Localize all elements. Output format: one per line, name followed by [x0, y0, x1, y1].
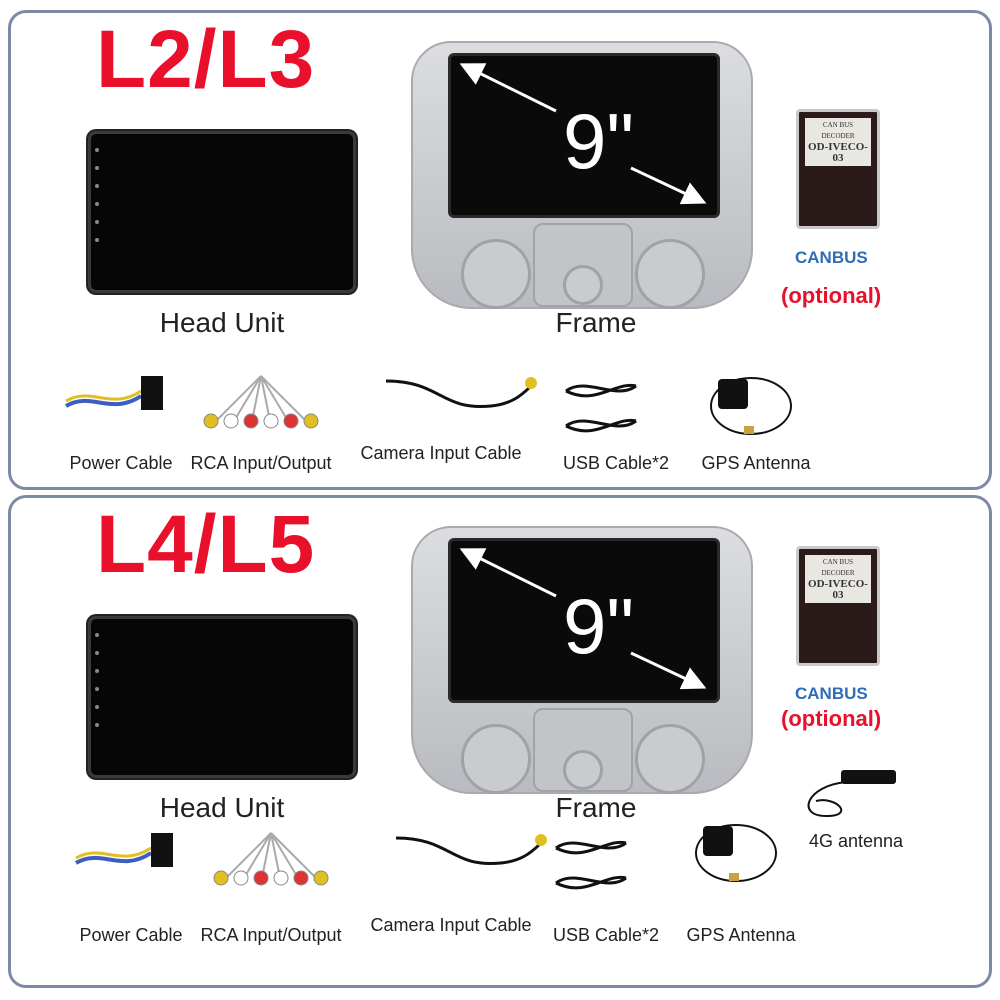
frame-label: Frame [555, 307, 637, 338]
package-panel: L4/L5 Head Unit 9" Frame CAN BUS DECODER… [8, 495, 992, 988]
package-panel: L2/L3 Head Unit 9" Frame CAN BUS DECODER… [8, 10, 992, 490]
canbus-optional-label: (optional) [781, 706, 882, 731]
accessory-label: GPS Antenna [701, 453, 811, 473]
head-unit-image [88, 616, 356, 778]
head-unit-label: Head Unit [159, 307, 285, 338]
accessory-label: Camera Input Cable [360, 443, 522, 463]
gps-antenna-icon [696, 371, 796, 446]
model-title: L4/L5 [96, 499, 316, 590]
usb-cable-icon [546, 828, 636, 903]
accessory-label: RCA Input/Output [190, 453, 332, 473]
accessory-label: RCA Input/Output [200, 925, 342, 945]
canbus-label: CANBUS [795, 248, 868, 267]
gps-antenna-icon [681, 818, 781, 893]
screen-size-label: 9" [563, 582, 635, 670]
accessory-label: GPS Antenna [686, 925, 796, 945]
accessory-label: Camera Input Cable [370, 915, 532, 935]
head-unit-image [88, 131, 356, 293]
accessory-label: Power Cable [69, 453, 173, 473]
frame-image: 9" [411, 41, 753, 309]
accessory-label: Power Cable [79, 925, 183, 945]
accessory-label: USB Cable*2 [552, 925, 660, 945]
camera-cable-icon [391, 828, 551, 883]
rca-cable-icon [211, 828, 341, 893]
canbus-label: CANBUS [795, 684, 868, 703]
canbus-optional-label: (optional) [781, 283, 882, 308]
power-cable-icon [61, 371, 171, 426]
diagonal-arrow-icon [459, 548, 707, 690]
4g-antenna-icon [796, 766, 906, 831]
screen-size-label: 9" [563, 97, 635, 185]
power-cable-icon [71, 828, 181, 883]
frame-label: Frame [555, 792, 637, 823]
accessory-label: USB Cable*2 [562, 453, 670, 473]
rca-cable-icon [201, 371, 331, 436]
camera-cable-icon [381, 371, 541, 426]
model-title: L2/L3 [96, 14, 316, 105]
diagonal-arrow-icon [459, 63, 707, 205]
4g-antenna-label: 4G antenna [808, 831, 904, 851]
usb-cable-icon [556, 371, 646, 446]
head-unit-label: Head Unit [159, 792, 285, 823]
frame-image: 9" [411, 526, 753, 794]
